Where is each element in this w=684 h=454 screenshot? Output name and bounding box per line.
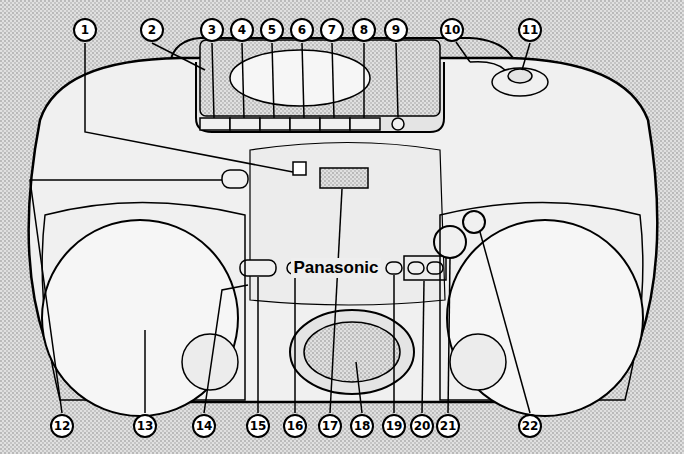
- callout-number: 11: [518, 18, 542, 42]
- callout-number: 10: [440, 18, 464, 42]
- callout-number: 19: [382, 414, 406, 438]
- callout-number: 20: [410, 414, 434, 438]
- callout-number: 18: [350, 414, 374, 438]
- callout-number: 12: [50, 414, 74, 438]
- callout-number: 22: [518, 414, 542, 438]
- brand-name: Panasonic: [291, 258, 380, 278]
- callout-number: 5: [260, 18, 284, 42]
- callout-number: 15: [246, 414, 270, 438]
- callout-number: 6: [290, 18, 314, 42]
- callout-number: 16: [283, 414, 307, 438]
- callout-number: 2: [140, 18, 164, 42]
- callout-number: 9: [384, 18, 408, 42]
- callout-number: 8: [352, 18, 376, 42]
- callout-number: 1: [73, 18, 97, 42]
- callout-number: 17: [318, 414, 342, 438]
- callout-number: 3: [200, 18, 224, 42]
- callout-number: 14: [192, 414, 216, 438]
- callout-number: 21: [436, 414, 460, 438]
- callout-number: 4: [230, 18, 254, 42]
- callout-number: 13: [133, 414, 157, 438]
- callout-number: 7: [320, 18, 344, 42]
